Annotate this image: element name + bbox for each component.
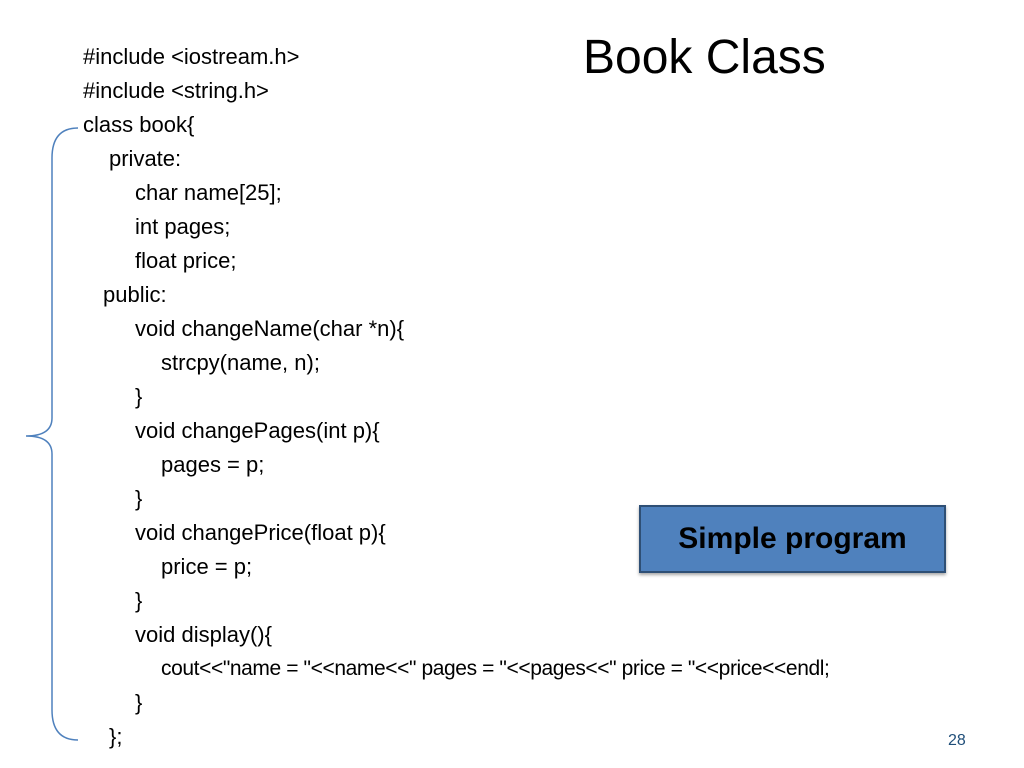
simple-program-callout: Simple program xyxy=(639,505,946,573)
page-number: 28 xyxy=(948,732,966,749)
callout-label: Simple program xyxy=(678,522,907,555)
code-line: } xyxy=(135,486,143,511)
code-line: void changeName(char *n){ xyxy=(135,316,405,341)
code-line: strcpy(name, n); xyxy=(161,350,320,375)
code-line: public: xyxy=(103,282,167,307)
code-line: } xyxy=(135,588,143,613)
code-line: int pages; xyxy=(135,214,231,239)
code-line: private: xyxy=(109,146,182,171)
code-line: } xyxy=(135,384,143,409)
code-line: }; xyxy=(109,724,123,749)
slide-title: Book Class xyxy=(583,31,826,84)
brace-icon xyxy=(25,127,79,741)
code-line: } xyxy=(135,690,143,715)
code-line: void changePages(int p){ xyxy=(135,418,380,443)
code-line: char name[25]; xyxy=(135,180,282,205)
code-line: price = p; xyxy=(161,554,253,579)
code-line: void display(){ xyxy=(135,622,272,647)
code-line: cout<<"name = "<<name<<" pages = "<<page… xyxy=(161,657,830,680)
code-line: pages = p; xyxy=(161,452,265,477)
code-line: class book{ xyxy=(83,112,195,137)
code-line: float price; xyxy=(135,248,237,273)
code-line: void changePrice(float p){ xyxy=(135,520,386,545)
code-line: #include <iostream.h> xyxy=(83,44,300,69)
code-line: #include <string.h> xyxy=(83,78,269,103)
